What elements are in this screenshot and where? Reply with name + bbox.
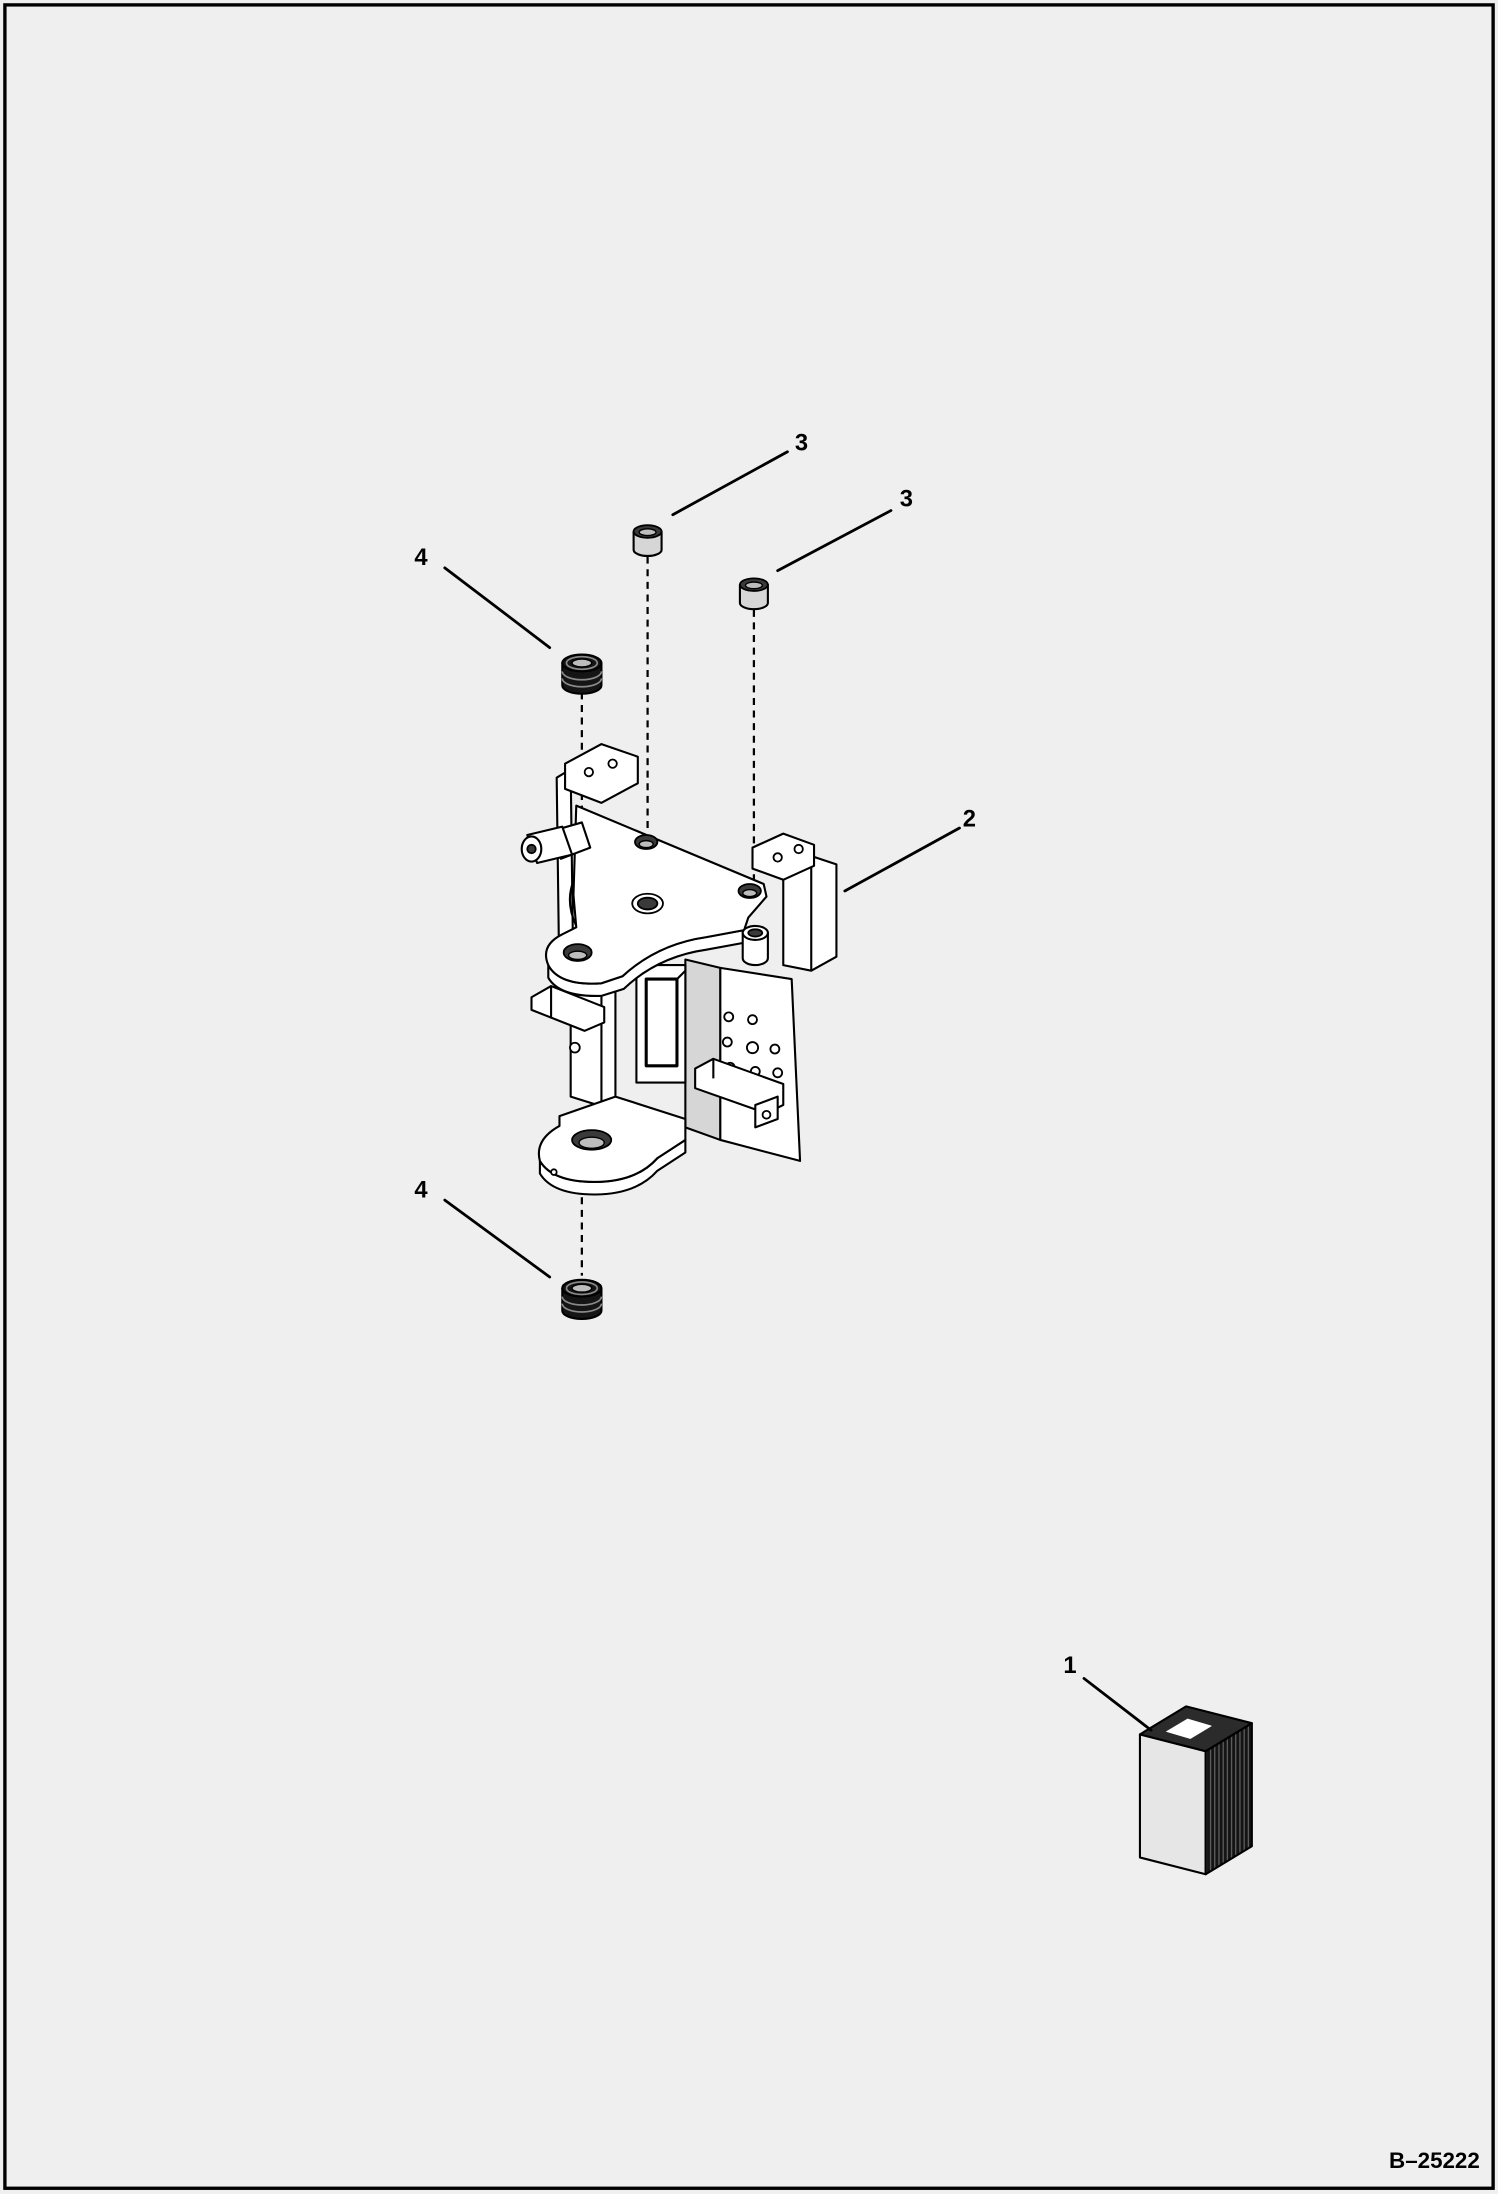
page-border	[3, 3, 1495, 2190]
callout-label-2: 2	[963, 806, 976, 833]
part-3-bushing-b	[738, 577, 769, 611]
leader-line-1	[1082, 1677, 1153, 1732]
part-3-bushing-a	[632, 524, 663, 557]
leader-line-4-top	[443, 566, 552, 649]
callout-label-1: 1	[1063, 1652, 1076, 1679]
part-4-seal-bottom	[561, 1278, 603, 1320]
leader-lines	[443, 450, 1153, 1732]
callout-label-4-top: 4	[414, 544, 428, 571]
callout-label-3b: 3	[900, 485, 913, 512]
leader-line-3b	[776, 509, 893, 573]
callout-label-4-bottom: 4	[414, 1176, 428, 1203]
figure-number: B–25222	[1389, 2148, 1480, 2173]
part-1-box	[1138, 1705, 1253, 1876]
part-2-bracket	[520, 743, 838, 1196]
callout-label-3a: 3	[795, 429, 808, 456]
leader-line-2	[843, 826, 961, 893]
leader-line-4-bottom	[443, 1198, 552, 1279]
part-4-seal-top	[561, 653, 603, 695]
leader-line-3a	[671, 450, 789, 517]
